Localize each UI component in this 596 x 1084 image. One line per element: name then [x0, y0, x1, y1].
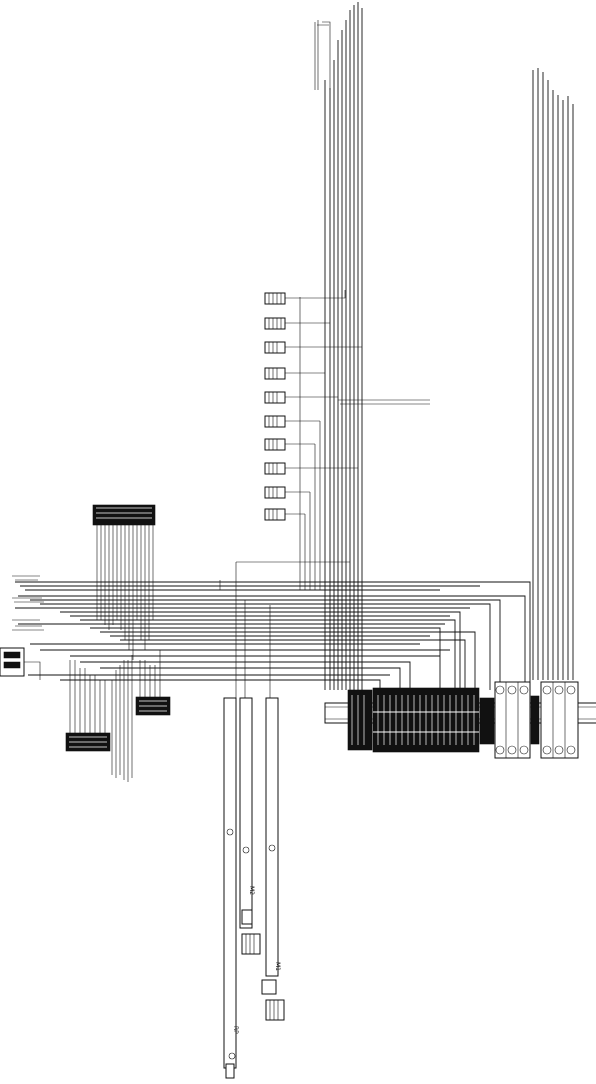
connector-4 [264, 367, 325, 380]
top-cable-bundle [314, 2, 363, 690]
connector-5 [264, 391, 430, 405]
label-m2: M2 [248, 886, 255, 895]
terminal-strip [324, 681, 596, 759]
left-connectors [0, 504, 171, 782]
connector-6 [264, 415, 320, 428]
connector-9 [264, 486, 310, 499]
connector-column [264, 290, 430, 590]
connector-3 [264, 341, 362, 354]
terminal-group-1 [494, 681, 531, 759]
connector-10 [264, 508, 305, 521]
terminal-group-2 [540, 681, 579, 759]
motor-cables [223, 697, 285, 1079]
connector-1 [264, 290, 346, 305]
label-m1: M1 [274, 962, 281, 971]
horizontal-harness [12, 561, 531, 700]
connector-2 [264, 317, 330, 330]
label-rp: RP [232, 1026, 239, 1034]
connector-8 [264, 462, 358, 475]
connector-7 [264, 438, 315, 451]
right-cable-bundle [532, 68, 574, 680]
